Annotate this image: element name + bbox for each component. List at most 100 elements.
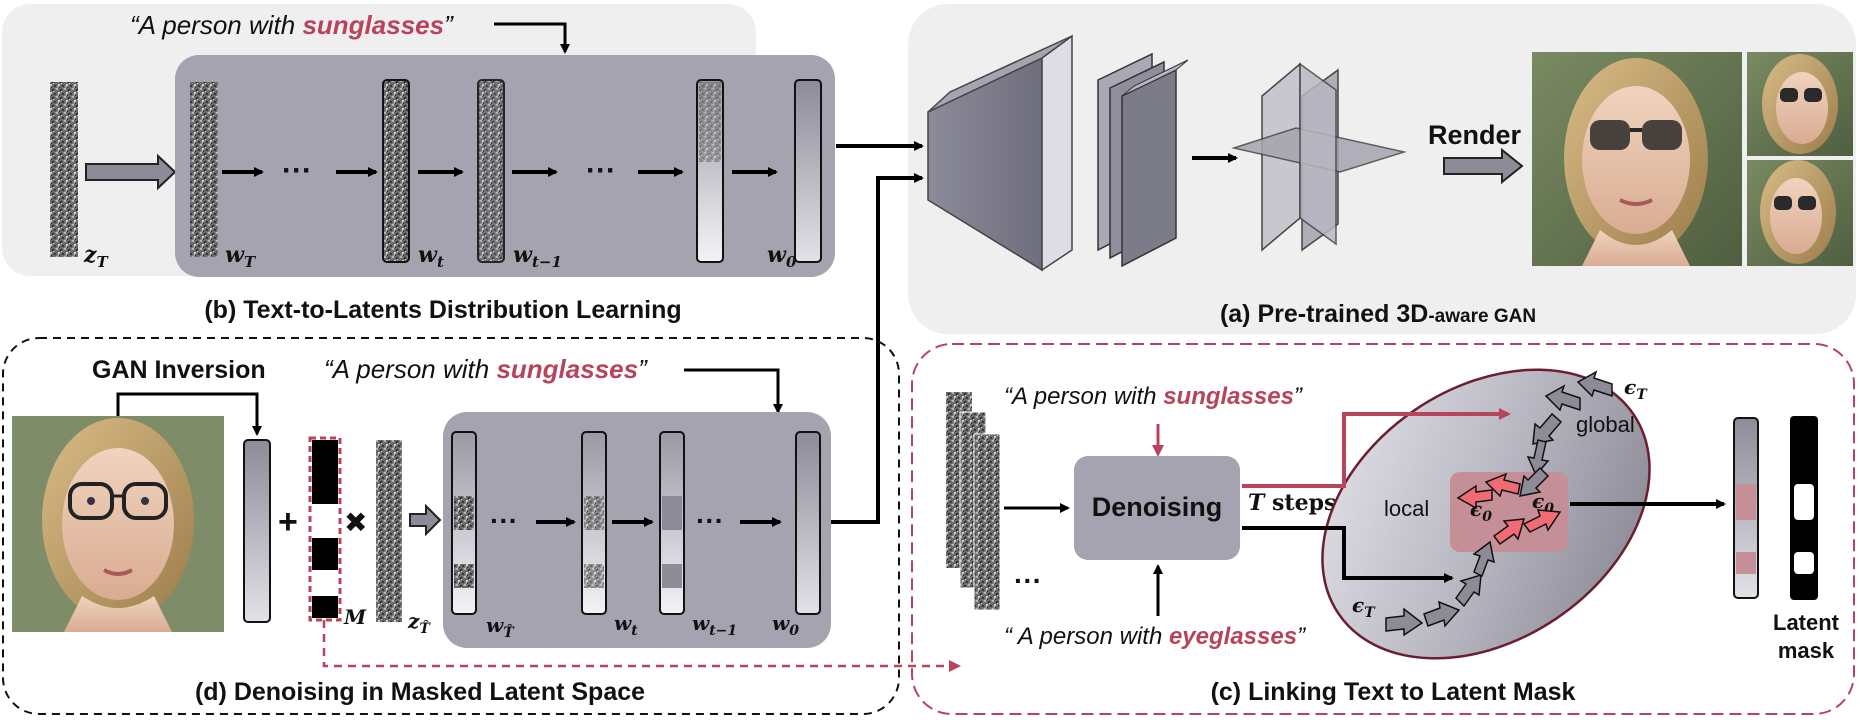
gan-inversion-arrow: [116, 392, 262, 436]
svg-text:wT: wT: [225, 242, 257, 271]
prompt-bottom-c: “ A person with eyeglasses”: [1004, 623, 1306, 650]
prompt-suffix: ”: [444, 10, 454, 40]
ellipsis-b-1: ···: [282, 154, 312, 187]
svg-text:wT̂: wT̂: [486, 613, 515, 641]
latent-mask-bar: [1790, 416, 1818, 600]
ellipsis-d-1: ···: [490, 505, 518, 536]
t-steps-rest: steps: [1264, 490, 1336, 516]
prompt-prefix: “A person with: [1004, 383, 1163, 410]
label-w0-d: w: [772, 611, 790, 635]
denoising-label: Denoising: [1092, 492, 1223, 522]
eps-0-left-sub: 0: [1482, 509, 1492, 525]
svg-text:ϵT: ϵT: [1352, 593, 1376, 621]
label-wt-d: w: [614, 611, 632, 635]
t-steps-T: T: [1248, 490, 1266, 516]
panel-c-border: [911, 343, 1855, 715]
label-zT-sub: T: [97, 253, 110, 271]
bottom-trajectory-arrows: [1385, 540, 1495, 637]
caption-a-main: (a) Pre-trained 3D: [1220, 300, 1428, 328]
caption-b: (b) Text-to-Latents Distribution Learnin…: [204, 296, 681, 324]
svg-text:T steps: T steps: [1248, 490, 1336, 516]
label-z-hat: z: [407, 609, 420, 633]
eps-0-right-sub: 0: [1544, 501, 1554, 517]
label-wT-hat: w: [486, 613, 504, 637]
latent-wt1-bar: [477, 79, 505, 263]
panel-d-prompt: “A person with sunglasses”: [324, 354, 648, 384]
rendered-face-front: [1532, 52, 1742, 266]
render-label: Render: [1428, 120, 1522, 150]
latent-mask-label-1: Latent: [1773, 610, 1840, 635]
panel-d-border: [2, 337, 900, 715]
mask-link-arrow: [322, 620, 961, 672]
prompt-suffix: ”: [1297, 623, 1306, 650]
render-arrow: [1443, 147, 1524, 185]
times-sign: ✖: [344, 507, 367, 538]
latent-wt-bar: [382, 79, 410, 263]
svg-text:wt−1: wt−1: [513, 242, 562, 271]
arrow-d-to-generator: [830, 173, 924, 524]
svg-text:(a) Pre-trained 3D-aware GAN: (a) Pre-trained 3D-aware GAN: [1220, 300, 1536, 328]
prompt-keyword: sunglasses: [496, 354, 638, 384]
latent-output-bar: [1733, 417, 1759, 599]
caption-c: (c) Linking Text to Latent Mask: [1211, 678, 1576, 706]
latent-mask-label-2: mask: [1778, 638, 1835, 663]
prompt-suffix: ”: [1294, 383, 1303, 410]
prompt-suffix: ”: [638, 354, 648, 384]
label-w0-sub: 0: [786, 253, 797, 271]
plus-sign: +: [278, 503, 298, 541]
prompt-prefix: “ A person with: [1004, 623, 1169, 650]
label-w0: w: [767, 242, 787, 268]
denoising-box: [1074, 456, 1240, 560]
label-wT: w: [225, 242, 245, 268]
caption-a-small: -aware GAN: [1428, 306, 1536, 327]
eps-T-top-sub: T: [1636, 387, 1648, 403]
panel-b-prompt: “A person with sunglasses”: [130, 10, 454, 40]
label-z-hat-sub: T̂: [419, 619, 431, 637]
svg-text:wt: wt: [614, 611, 638, 639]
latent-box-d: [443, 412, 831, 648]
mask-M-bar: [308, 436, 342, 622]
label-wT-sub: T: [244, 253, 257, 271]
label-wt-d-sub: t: [631, 623, 638, 639]
svg-text:zT: zT: [83, 242, 110, 271]
prompt-prefix: “A person with: [130, 10, 302, 40]
label-wt1-d-sub: t−1: [709, 623, 737, 639]
svg-text:“A person with sunglasses”: “A person with sunglasses”: [324, 354, 648, 384]
svg-text:zT̂: zT̂: [407, 609, 431, 637]
prompt-arrow-b: [494, 22, 570, 54]
label-wt1-d: w: [692, 611, 710, 635]
global-trajectory-arrows: [1519, 370, 1613, 497]
latent-w0-d-bar: [795, 431, 821, 615]
block-arrow-b: [85, 153, 177, 191]
svg-text:wt: wt: [418, 242, 444, 271]
label-wt1-sub: t−1: [532, 253, 562, 271]
label-wt: w: [418, 242, 438, 268]
inverted-latent-bar: [243, 439, 271, 623]
eps-0-right: ϵ: [1532, 489, 1544, 513]
latent-wT-hat-bar: [451, 431, 477, 615]
svg-text:“ A person with eyeglasses”: “ A person with eyeglasses”: [1004, 623, 1306, 650]
label-wt-sub: t: [437, 253, 444, 271]
block-arrow-d: [409, 503, 442, 537]
latent-wt1-d-bar: [659, 431, 685, 615]
ellipsis-b-2: ···: [586, 154, 616, 187]
eps-T-top: ϵ: [1624, 375, 1636, 399]
prompt-keyword: sunglasses: [302, 10, 444, 40]
svg-text:wt−1: wt−1: [692, 611, 737, 639]
prompt-keyword: sunglasses: [1163, 383, 1294, 410]
arrow-to-local: [1242, 526, 1454, 583]
label-w0-d-sub: 0: [789, 623, 799, 639]
svg-text:w0: w0: [767, 242, 797, 271]
eps-T-bottom-sub: T: [1364, 605, 1376, 621]
svg-text:ϵT: ϵT: [1624, 375, 1648, 403]
noise-stack: [946, 392, 1001, 611]
svg-text:“A person with sunglasses”: “A person with sunglasses”: [1004, 383, 1303, 410]
ellipsis-d-2: ···: [696, 505, 724, 536]
prompt-keyword: eyeglasses: [1169, 623, 1297, 650]
eps-T-bottom: ϵ: [1352, 593, 1364, 617]
arrow-to-global: [1242, 408, 1511, 488]
generator-network: [927, 34, 1073, 272]
label-wt1: w: [513, 242, 533, 268]
latent-wmid-noise: [699, 82, 721, 162]
prompt-arrow-d: [684, 368, 783, 414]
